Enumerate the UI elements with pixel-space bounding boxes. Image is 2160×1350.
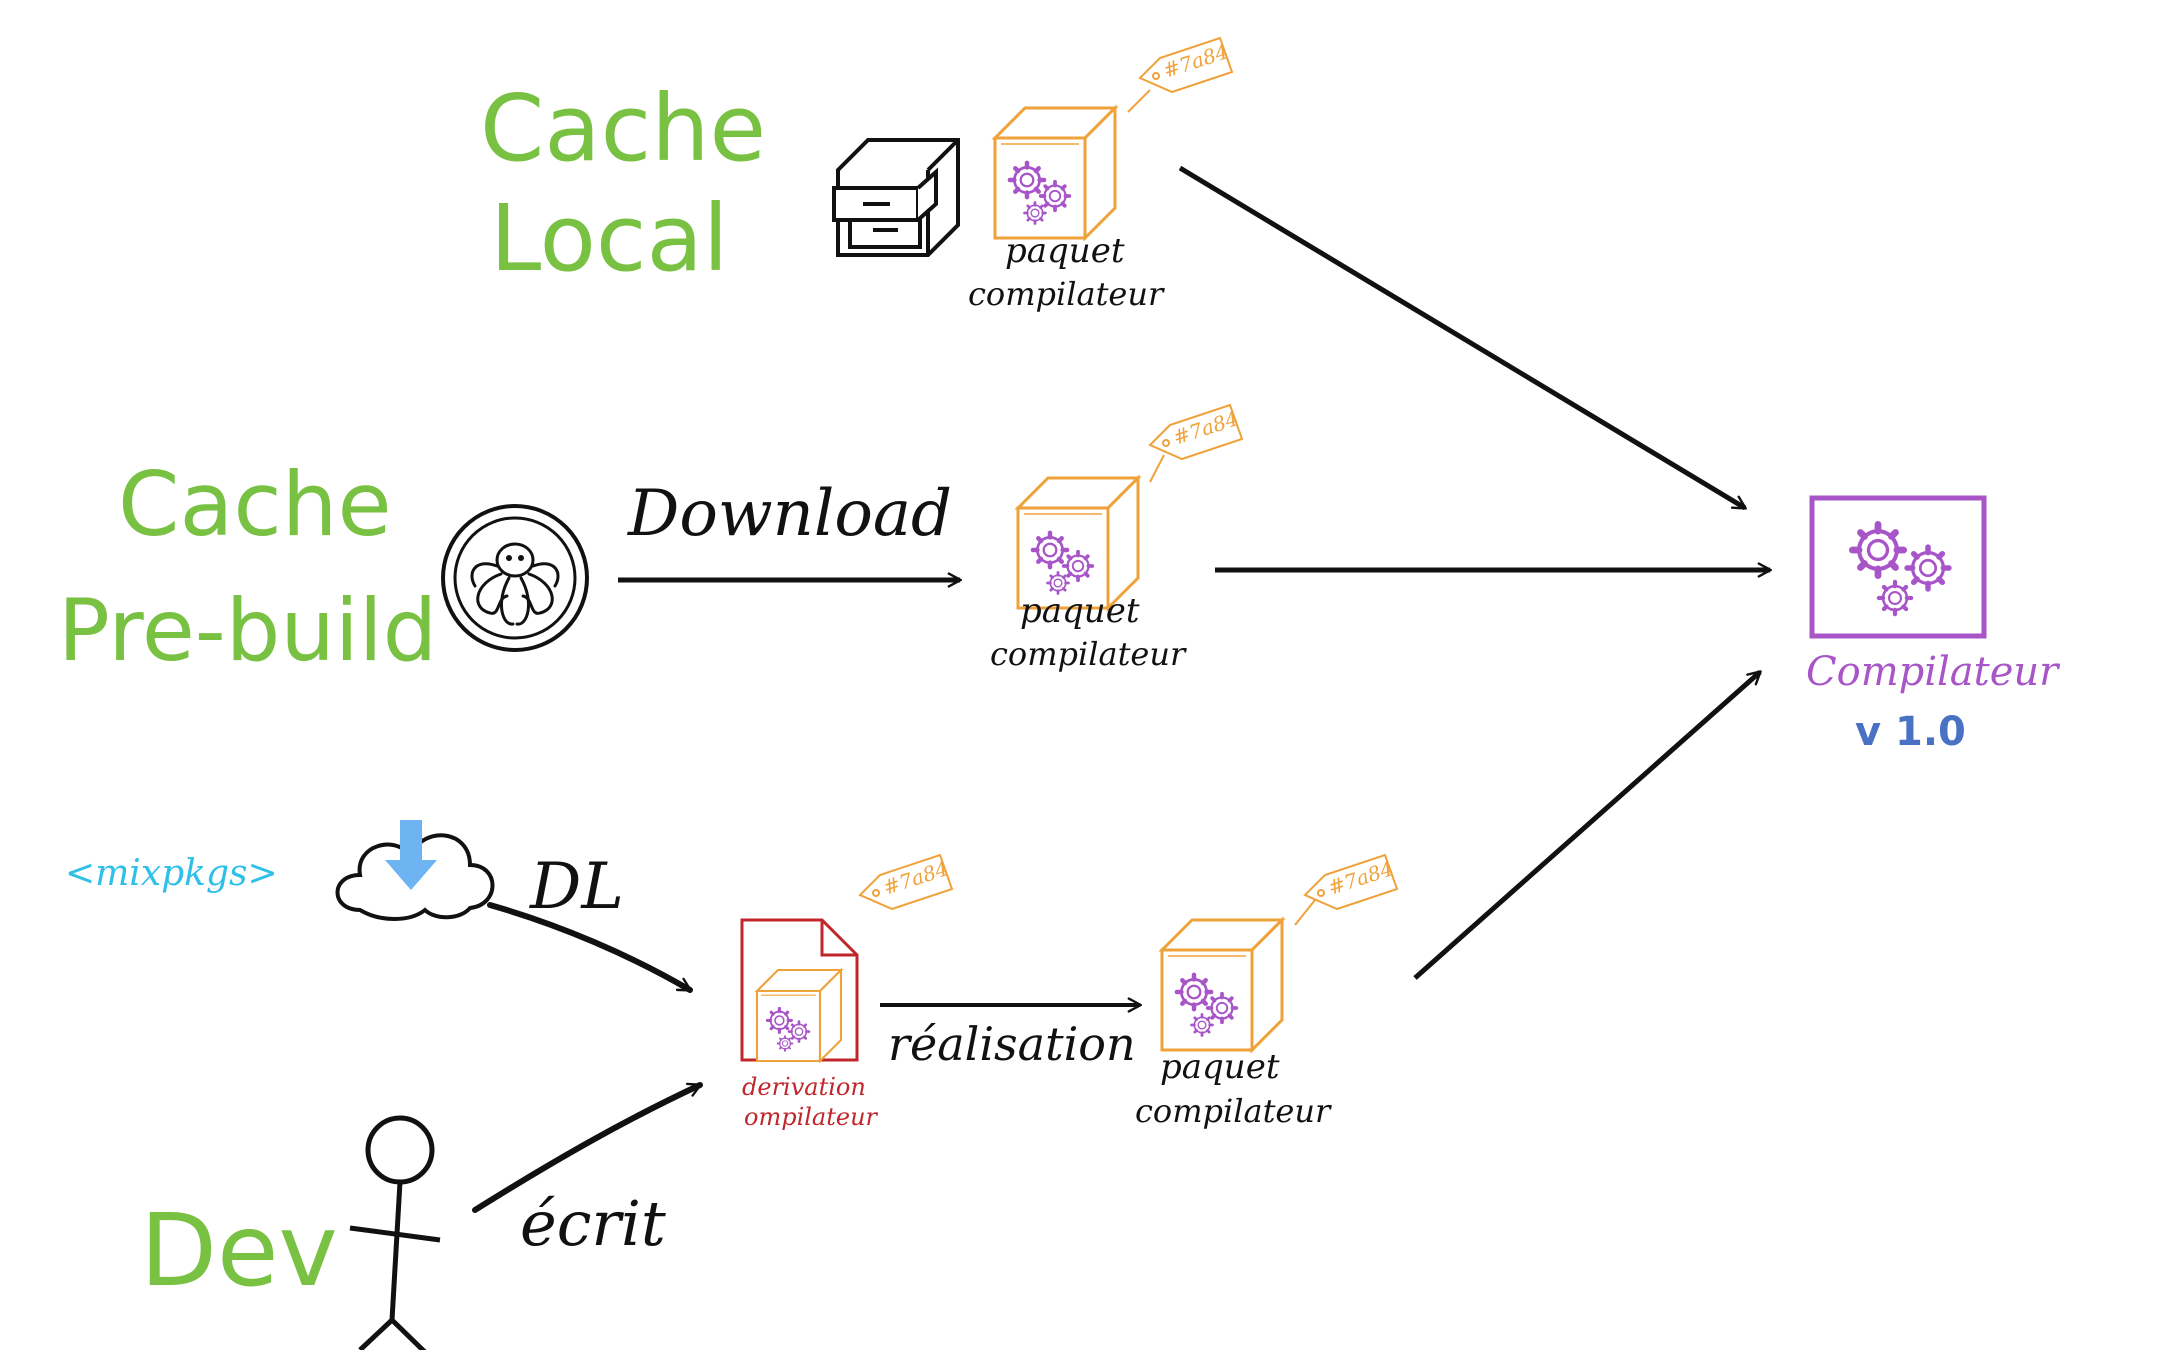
octopus-seal-icon [441, 504, 589, 652]
package-top-label-line2: compilateur [968, 275, 1165, 313]
stick-figure-icon [349, 1115, 441, 1350]
package-top-label-line1: paquet [1005, 231, 1125, 271]
cloud-download-icon [335, 820, 495, 921]
package-bottom: #7a84 paquet compilateur [1135, 854, 1398, 1130]
package-bottom-label-line1: paquet [1160, 1047, 1280, 1087]
bottom-to-compiler-arrow [1413, 670, 1762, 980]
realisation-edge-label: réalisation [888, 1017, 1136, 1071]
dl-arrow [487, 902, 693, 993]
dl-edge-label: DL [529, 850, 624, 924]
cache-local-title-line2: Local [490, 185, 728, 292]
compiler-version: v 1.0 [1855, 709, 1966, 755]
derivation-label-line1: derivation [742, 1073, 866, 1101]
dev-label: Dev [140, 1192, 338, 1309]
derivation-label-line2: ompilateur [744, 1103, 879, 1131]
package-middle-tag: #7a84 [1149, 404, 1243, 460]
package-bottom-tag: #7a84 [1304, 854, 1398, 910]
cache-local-label: Cache Local [480, 75, 766, 292]
derivation-file: derivation ompilateur [740, 918, 879, 1131]
top-to-compiler-arrow [1178, 165, 1747, 511]
cache-prebuild-label: Cache Pre-build [58, 453, 437, 681]
nixpkgs-label: <mixpkgs> [65, 853, 278, 894]
ecrit-arrow [472, 1082, 703, 1213]
package-middle-label-line2: compilateur [990, 635, 1187, 673]
cache-local-title-line1: Cache [480, 75, 766, 182]
package-top: #7a84 paquet compilateur [968, 37, 1233, 313]
ecrit-edge-label: écrit [520, 1187, 666, 1260]
cache-prebuild-title-line1: Cache [118, 453, 392, 556]
package-top-tag: #7a84 [1139, 37, 1233, 93]
package-bottom-label-line2: compilateur [1135, 1092, 1332, 1130]
package-middle: #7a84 paquet compilateur [990, 404, 1243, 673]
compiler-target: Compilateur v 1.0 [1806, 495, 2061, 755]
download-edge-label: Download [627, 477, 952, 551]
derivation-tag: #7a84 [859, 854, 953, 910]
cache-prebuild-title-line2: Pre-build [58, 581, 437, 681]
package-middle-label-line1: paquet [1020, 591, 1140, 631]
compiler-name: Compilateur [1806, 649, 2061, 695]
filing-cabinet-icon [832, 138, 960, 257]
